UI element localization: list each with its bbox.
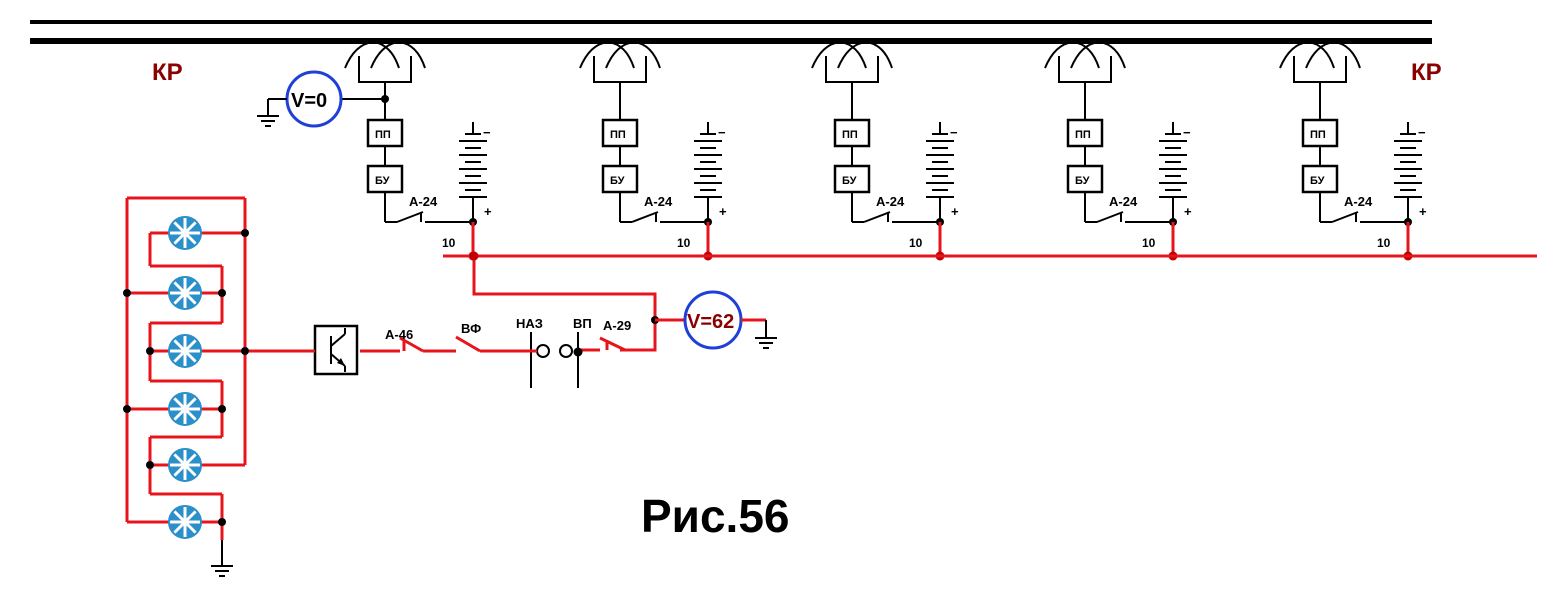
section-5: ПП БУ А-24 bbox=[1279, 41, 1427, 261]
pp-label: ПП bbox=[375, 129, 391, 141]
bus-label-left: КР bbox=[152, 59, 183, 86]
switch-chain: А-29 ВП НАЗ ВФ А-46 bbox=[360, 316, 631, 388]
battery-plus: + bbox=[719, 204, 727, 219]
pp-box bbox=[601, 118, 639, 148]
transistor-icon bbox=[313, 324, 359, 376]
pantograph-icon bbox=[344, 41, 426, 95]
bu-label: БУ bbox=[375, 175, 390, 187]
switch-a24-label: А-24 bbox=[1109, 194, 1138, 209]
battery-icon bbox=[1159, 122, 1187, 222]
junction-dot bbox=[381, 95, 389, 103]
contact-bus bbox=[30, 20, 1432, 44]
pantograph-icon bbox=[811, 41, 893, 95]
voltmeter-bottom-label: V=62 bbox=[687, 311, 734, 333]
contact-naz bbox=[536, 344, 550, 358]
pp-label: ПП bbox=[1310, 129, 1326, 141]
pantograph-icon bbox=[579, 41, 661, 95]
switch-a24-label: А-24 bbox=[409, 194, 438, 209]
lamp-icon bbox=[167, 333, 203, 369]
pp-label: ПП bbox=[842, 129, 858, 141]
lamp-block bbox=[123, 196, 249, 577]
bu-label: БУ bbox=[1075, 175, 1090, 187]
bu-box bbox=[1066, 164, 1104, 194]
pp-box bbox=[366, 118, 404, 148]
sections: ПП БУ А-24 bbox=[344, 41, 1427, 261]
switch-vp-label: ВП bbox=[573, 316, 592, 331]
battery-icon bbox=[694, 122, 722, 222]
switch-a24-label: А-24 bbox=[1344, 194, 1373, 209]
section-3: ПП БУ А-24 bbox=[811, 41, 959, 261]
wire-number: 10 bbox=[909, 236, 923, 250]
battery-minus: − bbox=[483, 125, 491, 140]
battery-icon bbox=[1394, 122, 1422, 222]
battery-icon bbox=[926, 122, 954, 222]
switch-a29-label: А-29 bbox=[603, 318, 631, 333]
battery-plus: + bbox=[1419, 204, 1427, 219]
pp-box bbox=[1301, 118, 1339, 148]
pantograph-icon bbox=[1044, 41, 1126, 95]
battery-minus: − bbox=[1183, 125, 1191, 140]
lamp-icon bbox=[167, 391, 203, 427]
switch-a46-label: А-46 bbox=[385, 327, 413, 342]
voltmeter-bottom: V=62 bbox=[683, 290, 778, 350]
figure-caption: Рис.56 bbox=[641, 490, 790, 542]
wire-number: 10 bbox=[442, 236, 456, 250]
lamp-icon bbox=[167, 447, 203, 483]
pp-label: ПП bbox=[610, 129, 626, 141]
wire-number: 10 bbox=[1142, 236, 1156, 250]
battery-plus: + bbox=[484, 204, 492, 219]
battery-minus: − bbox=[950, 125, 958, 140]
lamp-icon bbox=[167, 215, 203, 251]
battery-plus: + bbox=[951, 204, 959, 219]
bus-label-right: КР bbox=[1411, 59, 1442, 86]
junction-dot bbox=[469, 251, 479, 261]
pp-label: ПП bbox=[1075, 129, 1091, 141]
bu-label: БУ bbox=[842, 175, 857, 187]
lamp-icon bbox=[167, 504, 203, 540]
battery-plus: + bbox=[1184, 204, 1192, 219]
pantograph-icon bbox=[1279, 41, 1361, 95]
section-1: ПП БУ А-24 bbox=[344, 41, 492, 261]
ground-icon bbox=[256, 115, 280, 127]
wire-number: 10 bbox=[677, 236, 691, 250]
lamp-icon bbox=[167, 275, 203, 311]
voltmeter-top: V=0 bbox=[256, 70, 389, 128]
section-4: ПП БУ А-24 bbox=[1044, 41, 1192, 261]
voltmeter-top-label: V=0 bbox=[291, 90, 327, 112]
contact-vp bbox=[559, 344, 573, 358]
switch-a24-label: А-24 bbox=[876, 194, 905, 209]
switch-naz-label: НАЗ bbox=[516, 316, 543, 331]
battery-minus: − bbox=[1418, 125, 1426, 140]
bu-label: БУ bbox=[1310, 175, 1325, 187]
bu-box bbox=[601, 164, 639, 194]
section-2: ПП БУ А-24 bbox=[579, 41, 727, 261]
switch-vf-label: ВФ bbox=[461, 321, 481, 336]
control-wire bbox=[472, 256, 657, 352]
switch-a24-label: А-24 bbox=[644, 194, 673, 209]
battery-icon bbox=[459, 122, 487, 222]
bu-label: БУ bbox=[610, 175, 625, 187]
ground-icon bbox=[210, 565, 234, 577]
battery-minus: − bbox=[718, 125, 726, 140]
ground-icon bbox=[754, 337, 778, 349]
wire-number: 10 bbox=[1377, 236, 1391, 250]
